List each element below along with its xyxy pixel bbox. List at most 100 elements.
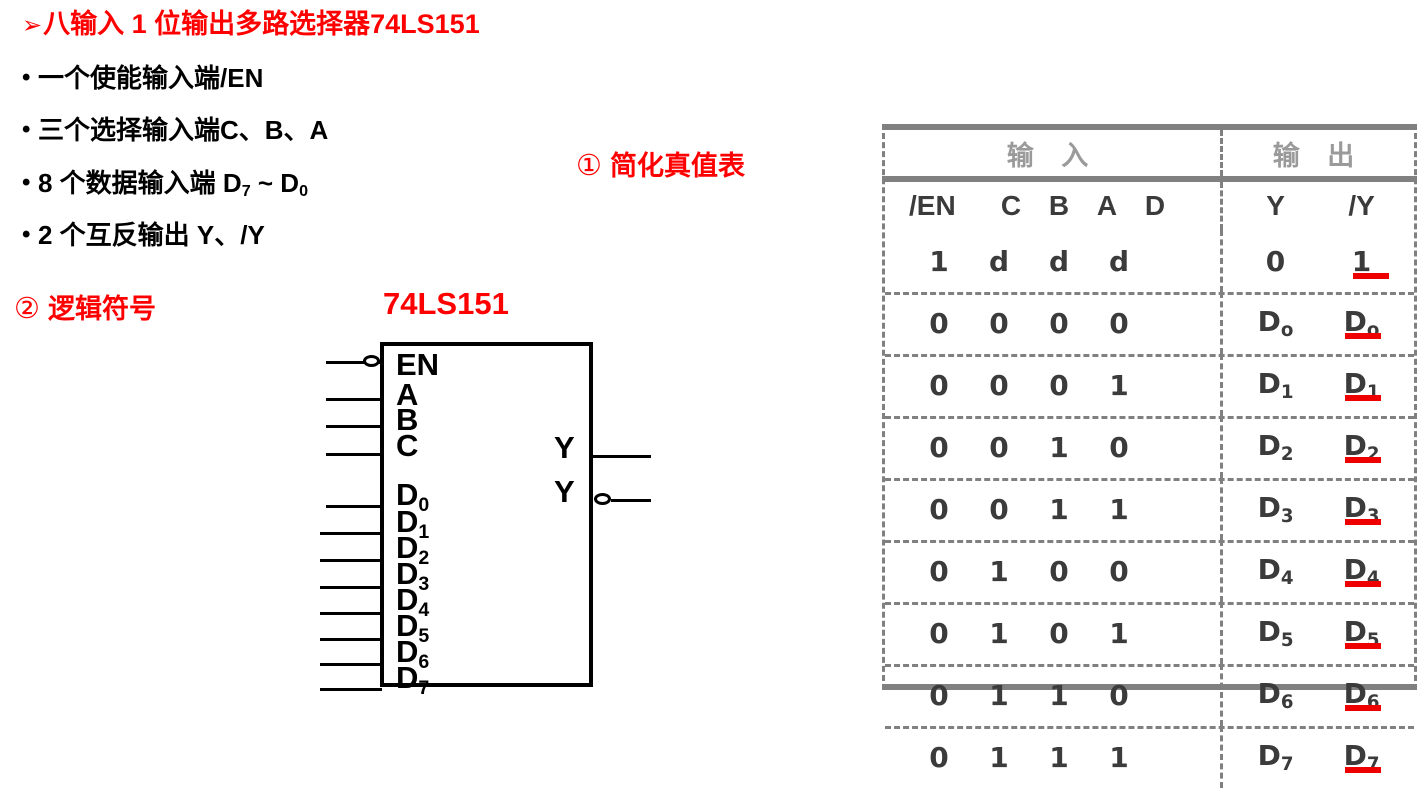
- column-header-y-not: /Y: [1348, 190, 1375, 221]
- input-wire-d5: [320, 638, 382, 641]
- pin-label-d0: D0: [396, 477, 430, 516]
- cell-output-y: 0: [1265, 244, 1286, 278]
- cell-output-y: D3: [1257, 490, 1294, 528]
- page-title-text: 八输入 1 位输出多路选择器74LS151: [43, 9, 480, 39]
- section-marker-label: 简化真值表: [610, 151, 745, 181]
- cell-output-y-not: D4: [1343, 552, 1381, 590]
- column-header-output-cell: Y /Y: [1223, 182, 1414, 230]
- pin-label-c: C: [396, 428, 419, 463]
- table-column-header-row: /EN C B A D Y /Y: [885, 182, 1414, 230]
- cell-input-2: 1: [1049, 492, 1069, 526]
- cell-output-y: D4: [1257, 552, 1294, 590]
- pin-label-d2: D2: [396, 530, 430, 569]
- pin-label-b: B: [396, 402, 419, 437]
- arrow-bullet-icon: ➢: [22, 12, 43, 39]
- column-header-d: D: [1144, 190, 1166, 221]
- section-marker-truth-table: ① 简化真值表: [576, 144, 745, 183]
- column-header-en: /EN: [909, 190, 956, 221]
- bullet-text: 三个选择输入端C、B、A: [38, 115, 329, 145]
- cell-output-y-not: D1: [1343, 366, 1381, 404]
- row-outputs-cell: D4 D4: [1223, 540, 1414, 602]
- column-header-input-cell: /EN C B A D: [885, 182, 1224, 230]
- cell-output-y-not: D6: [1343, 676, 1381, 714]
- bullet-dot-icon: •: [22, 64, 31, 91]
- cell-output-y-not: D5: [1343, 614, 1381, 652]
- cell-input-0: 0: [929, 492, 949, 526]
- output-wire-y: [593, 455, 651, 458]
- pin-label-d5: D5: [396, 608, 430, 647]
- row-separator: [885, 540, 1414, 543]
- cell-input-3: d: [1108, 244, 1130, 278]
- row-separator: [885, 292, 1414, 295]
- cell-input-3: 1: [1109, 740, 1129, 774]
- row-separator: [885, 416, 1414, 419]
- row-separator: [885, 664, 1414, 667]
- row-outputs-cell: D5 D5: [1223, 602, 1414, 664]
- overbar-marker: [1344, 518, 1381, 525]
- cell-input-2: 0: [1049, 616, 1069, 650]
- row-separator: [885, 478, 1414, 481]
- overbar-marker: [1352, 272, 1389, 279]
- pin-label-y-not: Y: [554, 474, 575, 509]
- cell-output-y: D5: [1257, 614, 1294, 652]
- cell-input-3: 0: [1109, 554, 1129, 588]
- bullet-item-data-inputs: •8 个数据输入端 D7 ~ D0: [22, 163, 308, 201]
- group-header-output-label: 输 出: [1272, 140, 1365, 171]
- cell-output-y: D1: [1257, 366, 1294, 404]
- input-wire-d6: [320, 663, 382, 666]
- cell-input-3: 1: [1109, 368, 1129, 402]
- bullet-text: 一个使能输入端/EN: [38, 63, 264, 93]
- cell-input-0: 0: [929, 554, 949, 588]
- group-header-input-cell: 输 入: [885, 130, 1224, 176]
- cell-input-3: 0: [1109, 306, 1129, 340]
- bullet-text: 2 个互反输出 Y、/Y: [38, 220, 265, 250]
- bullet-item-outputs: •2 个互反输出 Y、/Y: [22, 215, 265, 252]
- input-wire-en-stub: [379, 361, 382, 364]
- cell-output-y: D7: [1257, 738, 1294, 776]
- cell-input-3: 0: [1109, 678, 1129, 712]
- cell-input-0: 1: [929, 244, 949, 278]
- cell-output-y: Do: [1257, 304, 1294, 342]
- pin-label-en: EN: [396, 347, 440, 382]
- cell-output-y-not: D7: [1343, 738, 1381, 776]
- bullet-text: 8 个数据输入端 D7 ~ D0: [38, 168, 309, 201]
- cell-input-1: 1: [989, 554, 1009, 588]
- overbar-marker: [1344, 332, 1381, 339]
- circled-number-icon: ①: [576, 150, 602, 182]
- cell-output-y-not: 1: [1331, 245, 1393, 279]
- pin-label-d7: D7: [396, 660, 430, 699]
- circled-number-icon: ②: [14, 293, 40, 325]
- cell-input-2: d: [1048, 244, 1070, 278]
- input-wire-d2: [320, 559, 382, 562]
- cell-output-y: D2: [1257, 428, 1294, 466]
- overbar-marker: [1344, 394, 1381, 401]
- overbar-marker: [1344, 456, 1381, 463]
- table-top-rule: [882, 124, 1417, 130]
- row-separator: [885, 354, 1414, 357]
- column-header-c: C: [1000, 190, 1022, 221]
- overbar-marker: [1344, 704, 1381, 711]
- output-wire-y-not: [611, 499, 651, 502]
- chip-body-rectangle: [380, 342, 593, 687]
- input-wire-d7: [320, 688, 382, 691]
- bullet-item-enable: • 一个使能输入端/EN: [22, 58, 263, 95]
- pin-label-d4: D4: [396, 582, 430, 621]
- inversion-bubble-y-icon: [594, 493, 611, 505]
- cell-input-1: 0: [989, 492, 1009, 526]
- row-outputs-cell: D1 D1: [1223, 354, 1414, 416]
